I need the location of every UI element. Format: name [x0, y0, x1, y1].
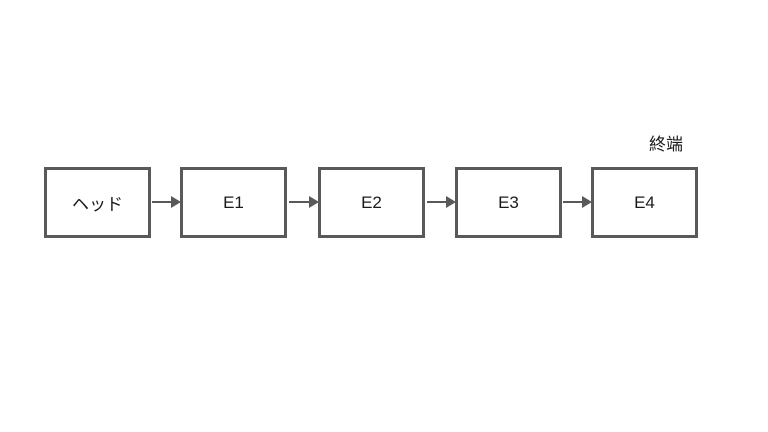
- arrow-e1-to-e2: [289, 196, 319, 208]
- node-e4: E4: [591, 167, 698, 238]
- arrow-e3-to-e4: [563, 196, 592, 208]
- node-head: ヘッド: [44, 167, 151, 238]
- arrow-e2-to-e3: [427, 196, 456, 208]
- terminal-label: 終端: [649, 135, 683, 154]
- arrowhead-icon: [171, 196, 181, 208]
- arrowhead-icon: [582, 196, 592, 208]
- arrowhead-icon: [446, 196, 456, 208]
- node-e1: E1: [180, 167, 287, 238]
- node-e3: E3: [455, 167, 562, 238]
- arrowhead-icon: [309, 196, 319, 208]
- arrow-head-to-e1: [152, 196, 181, 208]
- node-e2: E2: [318, 167, 425, 238]
